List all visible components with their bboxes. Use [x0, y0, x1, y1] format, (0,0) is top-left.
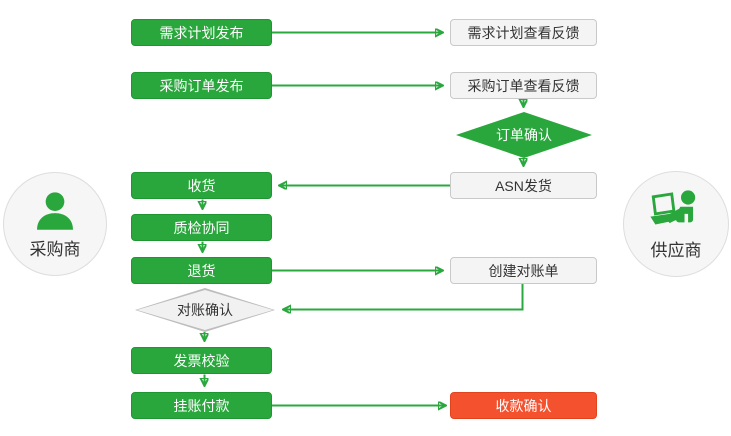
node-demand-plan-publish: 需求计划发布 — [131, 19, 272, 46]
node-po-feedback: 采购订单查看反馈 — [450, 72, 597, 99]
node-invoice-verify: 发票校验 — [131, 347, 272, 374]
node-return-goods: 退货 — [131, 257, 272, 284]
node-payment: 挂账付款 — [131, 392, 272, 419]
supplier-label: 供应商 — [650, 240, 702, 260]
node-po-publish: 采购订单发布 — [131, 72, 272, 99]
person-laptop-icon — [649, 188, 703, 234]
node-receipt-confirm: 收款确认 — [450, 392, 597, 419]
actor-supplier: 供应商 — [623, 171, 729, 277]
person-bust-icon — [32, 189, 78, 233]
node-demand-plan-feedback: 需求计划查看反馈 — [450, 19, 597, 46]
node-create-statement: 创建对账单 — [450, 257, 597, 284]
node-asn-ship: ASN发货 — [450, 172, 597, 199]
buyer-label: 采购商 — [29, 239, 81, 259]
actor-buyer: 采购商 — [3, 172, 107, 276]
connector-statement-to-confirm — [284, 284, 524, 310]
node-receive: 收货 — [131, 172, 272, 199]
node-quality-check: 质检协同 — [131, 214, 272, 241]
